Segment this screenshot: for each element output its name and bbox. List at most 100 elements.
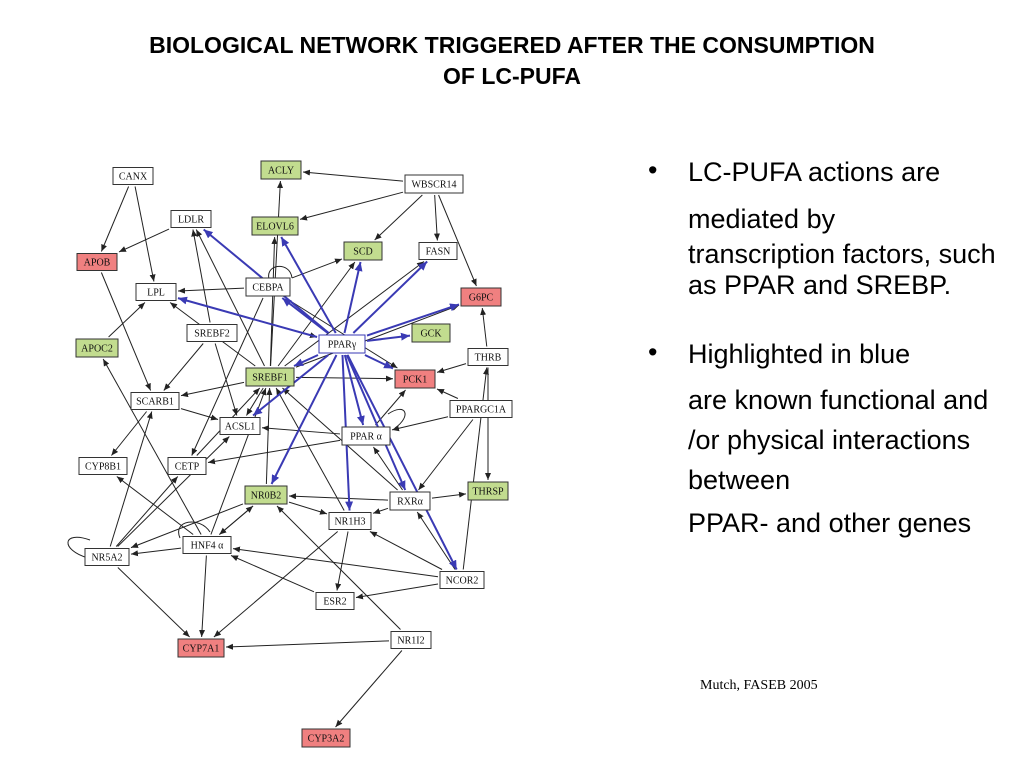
node-box: [170, 210, 212, 228]
edge-srebf1-to-scarb1: [180, 381, 245, 398]
node-label: CANX: [119, 172, 148, 183]
edge-hnf4a-to-srebf1: [210, 387, 267, 535]
node-lpl: LPL: [135, 283, 177, 301]
node-box: [130, 392, 180, 410]
bullet-dot-icon: •: [648, 337, 658, 367]
node-box: [186, 324, 238, 342]
node-label: APOC2: [81, 344, 113, 355]
node-esr2: ESR2: [315, 592, 355, 610]
edge-scarb1-to-cyp8b1: [111, 411, 147, 456]
node-box: [460, 287, 502, 307]
edge-ppara-to-acsl1: [261, 425, 341, 435]
edge-nr0b2-to-nr1h3: [288, 501, 328, 515]
node-label: NR0B2: [251, 491, 282, 502]
edge-nr5a2-to-cyp7a1: [117, 567, 190, 638]
edge-cebpa-to-scd: [291, 258, 343, 279]
node-label: PPARGC1A: [456, 405, 507, 416]
edge-wbscr14-to-fasn: [433, 194, 440, 241]
edge-nr1h3-to-esr2: [335, 531, 349, 591]
bullet-dot-icon: •: [648, 155, 658, 185]
node-label: NR1H3: [334, 517, 365, 528]
node-srebf1: SREBF1: [245, 367, 295, 387]
node-pck1: PCK1: [394, 369, 436, 389]
edge-ppargc1a-to-rxra: [418, 419, 474, 491]
blue-edge-pparg-to-lpl: [177, 296, 318, 338]
edge-esr2-to-hnf4a: [230, 555, 315, 593]
edge-hnf4a-to-nr5a2: [130, 547, 182, 557]
bullet-1-line-3: transcription factors, such as PPAR and …: [688, 239, 996, 300]
node-nr5a2: NR5A2: [84, 548, 130, 566]
edge-srebf1-to-ldlr: [195, 229, 265, 367]
node-box: [260, 160, 302, 180]
node-box: [167, 457, 207, 475]
node-label: SCD: [353, 247, 372, 258]
node-label: CEBPA: [252, 283, 284, 294]
node-cetp: CETP: [167, 457, 207, 475]
edge-hnf4a-to-apoc2: [102, 358, 202, 535]
edge-apoc2-to-lpl: [108, 302, 146, 338]
edge-wbscr14-to-elovl6: [299, 191, 404, 221]
edge-thrb-to-g6pc: [480, 307, 488, 347]
self-loop-cebpa: [268, 265, 293, 283]
self-loop-hnf4a: [178, 521, 211, 539]
node-label: PPAR α: [350, 432, 383, 443]
edge-canx-to-apob: [100, 186, 130, 252]
bullet-1-line-1: LC-PUFA actions are: [688, 157, 941, 187]
node-box: [418, 242, 458, 260]
node-wbscr14: WBSCR14: [404, 174, 464, 194]
node-srebf2: SREBF2: [186, 324, 238, 342]
edge-nr5a2-to-scarb1: [109, 411, 153, 547]
blue-edge-pparg-to-srebf1: [293, 354, 319, 367]
edge-wbscr14-to-g6pc: [438, 194, 477, 287]
edge-srebf1-to-g6pc: [295, 304, 460, 368]
bullet-2-line-3: PPAR- and other genes: [688, 508, 972, 538]
self-loop-nr5a2: [67, 536, 91, 559]
bullet-item-2: • Highlighted in blue are known function…: [644, 337, 1019, 542]
node-box: [343, 241, 383, 261]
node-label: HNF4 α: [191, 541, 225, 552]
node-label: PPARγ: [328, 340, 357, 351]
node-hnf4a: HNF4 α: [182, 536, 232, 554]
node-box: [177, 638, 225, 658]
edge-nr1i2-to-cyp7a1: [225, 640, 390, 650]
edge-ncor2-to-rxra: [416, 511, 456, 570]
node-label: CYP7A1: [183, 644, 220, 655]
node-label: ESR2: [323, 597, 346, 608]
node-scd: SCD: [343, 241, 383, 261]
edge-rxra-to-srebf1: [282, 387, 398, 491]
node-scarb1: SCARB1: [130, 392, 180, 410]
node-label: RXRα: [397, 497, 424, 508]
edge-ppara-to-cetp: [207, 439, 341, 465]
slide-title-line-2: OF LC-PUFA: [443, 63, 581, 89]
node-label: ACSL1: [225, 422, 256, 433]
node-ppara: PPAR α: [341, 426, 391, 446]
node-box: [245, 367, 295, 387]
edge-srebf1-to-scd: [277, 261, 356, 367]
node-label: THRSP: [472, 487, 504, 498]
node-box: [251, 216, 299, 236]
node-label: CYP3A2: [308, 734, 345, 745]
bullet-item-1: • LC-PUFA actions are mediated by transc…: [644, 155, 1019, 301]
edge-cebpa-to-cetp: [191, 297, 264, 456]
edge-nr1h3-to-srebf1: [275, 387, 345, 511]
node-label: CYP8B1: [85, 462, 121, 473]
node-ncor2: NCOR2: [439, 571, 485, 589]
node-label: GCK: [420, 329, 442, 340]
bullet-2-line-2: are known functional and /or physical in…: [688, 385, 989, 495]
node-box: [112, 167, 154, 185]
node-rxra: RXRα: [389, 491, 431, 511]
network-edges: [100, 169, 491, 728]
node-box: [245, 277, 291, 297]
self-loop-ppara: [387, 408, 406, 429]
node-acsl1: ACSL1: [219, 417, 261, 435]
edge-rxra-to-nr1h3: [372, 507, 389, 514]
edge-hnf4a-to-cyp7a1: [199, 555, 207, 638]
node-nr0b2: NR0B2: [244, 485, 288, 505]
self-loop-group: [67, 265, 406, 559]
bullet-2-line-1: Highlighted in blue: [688, 339, 911, 369]
citation: Mutch, FASEB 2005: [700, 678, 818, 693]
node-cyp7a1: CYP7A1: [177, 638, 225, 658]
slide-title: BIOLOGICAL NETWORK TRIGGERED AFTER THE C…: [40, 30, 984, 92]
blue-edge-pparg-to-ncor2: [346, 354, 458, 570]
node-label: FASN: [426, 247, 451, 258]
